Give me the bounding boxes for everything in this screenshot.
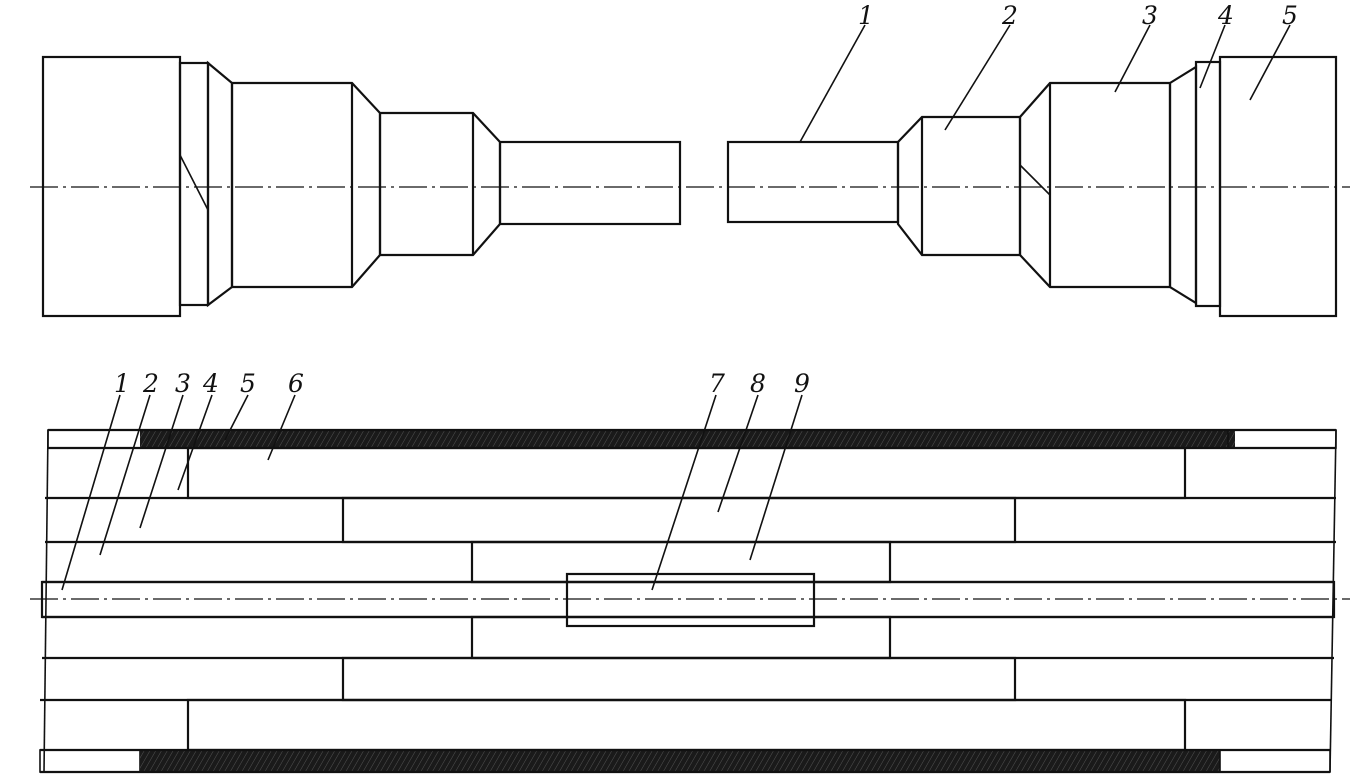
bottom-label-4: 4 (202, 369, 219, 398)
right-outer-sleeve (1194, 60, 1222, 308)
top-jacket-dark (140, 430, 1235, 448)
bottom-label-9: 9 (794, 369, 810, 398)
right-insulation-outer (1018, 81, 1172, 289)
left-sleeve-bevel (179, 154, 209, 211)
inner-splice-layer-bottom (470, 615, 892, 660)
top-label-2: 2 (1001, 1, 1018, 30)
right-conductor (726, 140, 900, 224)
left-insulation-inner (378, 111, 502, 257)
bottom-label-1: 1 (114, 369, 130, 398)
bottom-label-6: 6 (288, 369, 304, 398)
left-cable-end (41, 55, 682, 318)
bottom-label-2: 2 (142, 369, 159, 398)
top-jacket-right-hatch (1227, 429, 1337, 449)
left-insulation-outer (230, 81, 382, 289)
right-braid-sheath (1218, 55, 1338, 318)
top-view: 1 2 3 4 5 (30, 1, 1350, 318)
top-label-3: 3 (1142, 1, 1158, 30)
outer-splice-layer-bottom (186, 698, 1187, 752)
left-conductor (498, 140, 682, 226)
middle-splice-layer-bottom (341, 656, 1017, 702)
bottom-jacket-right-hatch (1219, 749, 1331, 773)
bottom-label-8: 8 (750, 369, 766, 398)
bottom-jacket-left-hatch (39, 749, 141, 773)
right-screen-step (1168, 65, 1198, 305)
bottom-label-5: 5 (240, 369, 256, 398)
top-labels: 1 2 3 4 5 (858, 1, 1298, 30)
top-label-4: 4 (1217, 1, 1234, 30)
connector-sleeve (565, 572, 816, 628)
bottom-label-7: 7 (709, 369, 725, 398)
right-cable-end (726, 55, 1338, 318)
bottom-leader-lines (61, 394, 803, 591)
bottom-labels: 1 2 3 4 5 6 7 8 9 (114, 369, 810, 398)
inner-splice-layer-top (470, 540, 892, 584)
bottom-jacket-dark (140, 750, 1220, 772)
top-label-5: 5 (1282, 1, 1298, 30)
right-insulation-inner (896, 115, 1022, 257)
right-insulation-bevel (1019, 164, 1051, 196)
outer-splice-layer-top (186, 446, 1187, 500)
top-leader-lines (799, 24, 1291, 143)
middle-splice-layer-top (341, 496, 1017, 544)
bottom-label-3: 3 (175, 369, 191, 398)
top-jacket-left-hatch (47, 429, 149, 449)
left-screen-step (206, 60, 234, 308)
top-label-1: 1 (858, 1, 874, 30)
bottom-view: 1 2 3 4 5 6 7 8 9 (30, 369, 1350, 774)
